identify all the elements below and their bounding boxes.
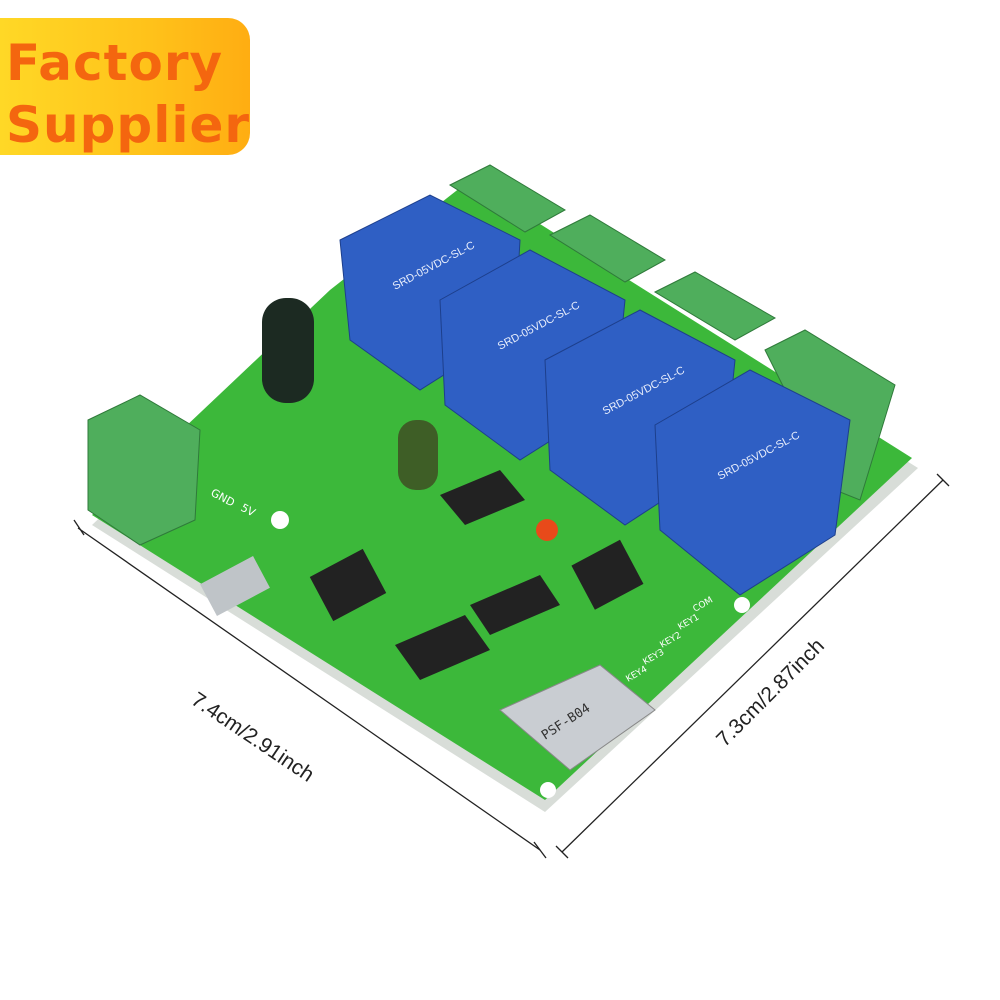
width-dimension-tick [936, 473, 950, 487]
mount-hole [540, 782, 556, 798]
badge-line-2: Supplier [6, 96, 251, 154]
ic-chip-1 [440, 470, 525, 525]
width-dimension-tick [555, 845, 569, 859]
terminal-block-3 [653, 271, 777, 341]
factory-supplier-badge: Factory Supplier [0, 18, 250, 155]
button-1 [309, 548, 387, 622]
micro-usb-port [200, 556, 270, 616]
wifi-module [499, 664, 656, 771]
relay-4 [654, 369, 851, 596]
length-dimension-tick [533, 841, 547, 859]
length-dimension-tick [73, 519, 85, 536]
mount-hole [271, 511, 289, 529]
power-terminal [87, 394, 201, 546]
button-2 [571, 539, 644, 610]
small-capacitor [398, 420, 438, 490]
electrolytic-capacitor [262, 298, 314, 403]
terminal-block-1 [448, 164, 567, 233]
width-dimension-line [561, 479, 944, 853]
5v-label: 5V [239, 501, 258, 520]
badge-line-1: Factory [6, 34, 224, 92]
relays [339, 194, 851, 596]
ic-chip-2 [470, 575, 560, 635]
dimension-lines [73, 473, 950, 859]
terminal-block-2 [548, 214, 667, 283]
mount-hole [734, 597, 750, 613]
ic-chip-3 [395, 615, 490, 680]
length-dimension-line [77, 527, 541, 851]
led [536, 519, 558, 541]
